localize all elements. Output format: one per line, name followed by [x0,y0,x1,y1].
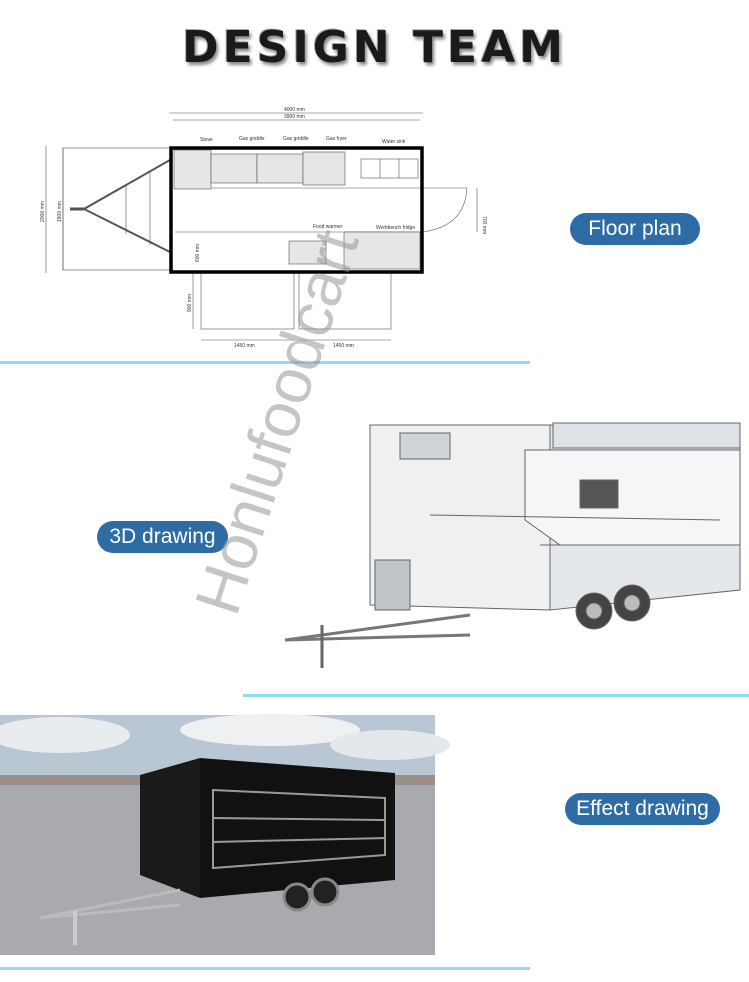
label-workbench-fridge: Workbench fridge [376,225,415,231]
gas-griddle-2 [256,153,304,184]
label-stove: Stove [200,137,213,143]
dim-label: 4000 mm [284,107,305,113]
page-title: DESIGN TEAM [182,22,567,73]
label-water-sink: Water sink [382,139,406,145]
label-gas-griddle: Gas griddle [283,136,309,142]
gas-griddle-1 [210,153,258,184]
door-swing [422,187,468,233]
effect-drawing-badge: Effect drawing [565,793,720,825]
dim-label: 1450 mm [234,343,255,349]
section-divider [243,694,749,697]
container-outline [169,146,424,274]
label-gas-griddle: Gas griddle [239,136,265,142]
water-sink [360,158,419,179]
drawbar [81,159,171,253]
3d-drawing-badge: 3D drawing [97,521,228,553]
stove [173,149,212,190]
food-warmer [288,240,327,265]
label-food-warmer: Food warmer [313,224,343,230]
effect-render [0,714,450,955]
floor-plan-badge: Floor plan [570,213,700,245]
dim-label: 2000 mm [40,201,46,222]
dim-label: 3900 mm [284,114,305,120]
section-divider [0,967,530,970]
label-gas-fryer: Gas fryer [326,136,347,142]
3d-trailer-drawing [284,422,741,668]
dim-label: 700 mm [481,216,487,234]
dim-label: 600 mm [195,244,201,262]
dim-label: 900 mm [187,294,193,312]
workbench-fridge [343,231,421,270]
dim-label: 1450 mm [333,343,354,349]
dim-label: 1900 mm [57,201,63,222]
gas-fryer [302,151,346,186]
section-divider [0,361,530,364]
